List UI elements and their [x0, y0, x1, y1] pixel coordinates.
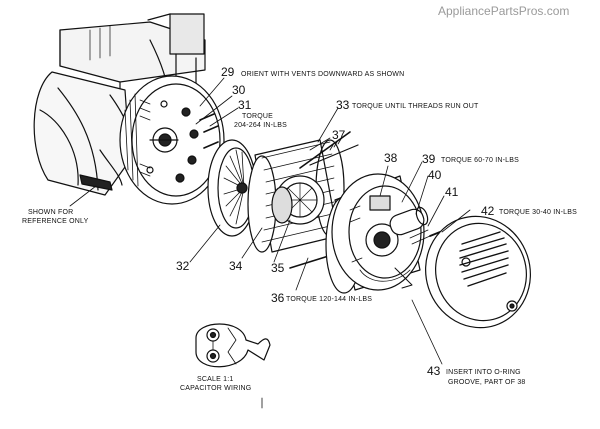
engine-reference [33, 13, 206, 196]
callout-37-number: 37 [332, 128, 346, 142]
callout-33-number: 33 [336, 98, 350, 112]
callout-39-note: TORQUE 60-70 IN-LBS [441, 157, 519, 164]
through-bolt [299, 131, 351, 169]
callout-41-number: 41 [445, 185, 459, 199]
callout-32-number: 32 [176, 259, 190, 273]
callout-34-number: 34 [229, 259, 243, 273]
end-cover [425, 215, 531, 329]
callout-42-note: TORQUE 30-40 IN-LBS [499, 209, 577, 216]
leader-lines [69, 77, 471, 365]
capacitor-note-line2: CAPACITOR WIRING [180, 385, 252, 392]
callout-35-number: 35 [271, 261, 285, 275]
cooling-fan [207, 139, 257, 237]
capacitor-note-line1: SCALE 1:1 [197, 376, 234, 383]
callout-43-note-line1: INSERT INTO O-RING [446, 369, 521, 376]
screw [429, 231, 441, 237]
callout-33-note: TORQUE UNTIL THREADS RUN OUT [352, 103, 479, 110]
callout-30-number: 30 [232, 83, 246, 97]
callout-43-number: 43 [427, 364, 441, 378]
callout-38-number: 38 [384, 151, 398, 165]
reference-note-line2: REFERENCE ONLY [22, 218, 89, 225]
callout-40-number: 40 [428, 168, 442, 182]
callout-31-note-line1: TORQUE [242, 113, 274, 120]
callout-31-number: 31 [238, 98, 252, 112]
rotor [247, 139, 345, 253]
callout-43-note-line2: GROOVE, PART OF 38 [448, 379, 526, 386]
stator-housing [325, 173, 425, 294]
callout-42-number: 42 [481, 204, 495, 218]
rod [309, 144, 359, 166]
callout-29-number: 29 [221, 65, 235, 79]
capacitor [389, 206, 431, 245]
callout-36-number: 36 [271, 291, 285, 305]
capacitor-wiring-inset [195, 323, 271, 368]
callout-39-number: 39 [422, 152, 436, 166]
callout-31-note-line2: 204-264 IN-LBS [234, 122, 287, 129]
adapter-flange [119, 75, 225, 205]
watermark: AppliancePartsPros.com [438, 4, 570, 18]
callout-36-note: TORQUE 120-144 IN-LBS [286, 296, 373, 303]
reference-note-line1: SHOWN FOR [28, 209, 74, 216]
callout-29-note: ORIENT WITH VENTS DOWNWARD AS SHOWN [241, 71, 405, 78]
